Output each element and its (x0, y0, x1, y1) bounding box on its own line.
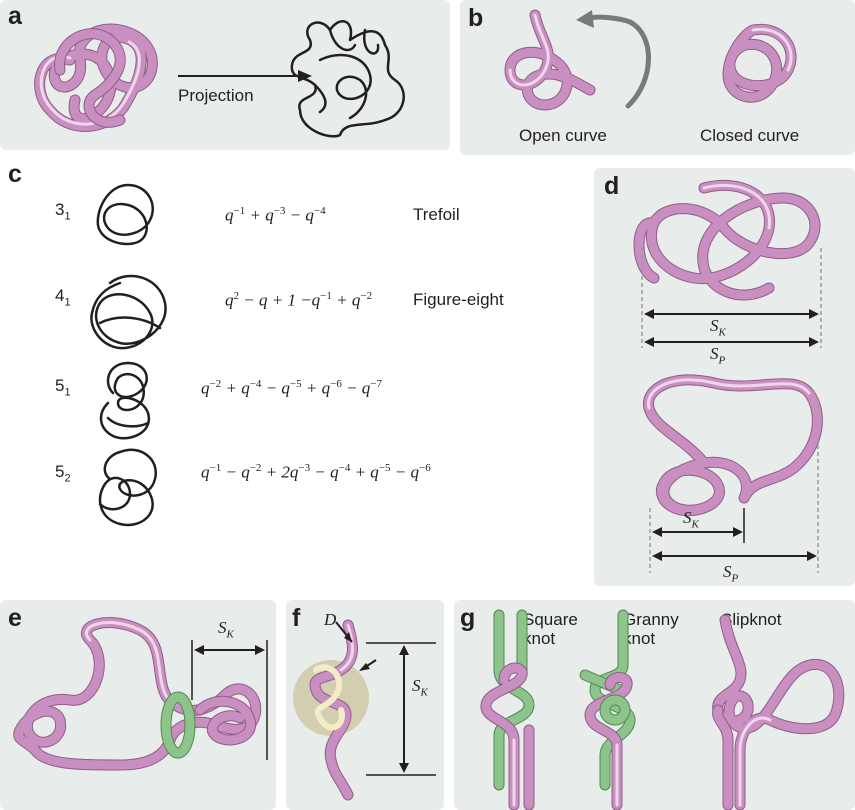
closed-curve-knot (703, 20, 823, 120)
poly-3-1: q−1 + q−3 − q−4 (225, 205, 326, 226)
trefoil-diagram (88, 180, 168, 250)
d-label: D (324, 610, 336, 630)
long-tube-knot-with-ring (0, 600, 276, 810)
poly-4-1: q2 − q + 1 −q−1 + q−2 (225, 290, 372, 311)
slipknot-drawing (700, 610, 850, 810)
square-knot-drawing (474, 610, 554, 810)
knot-5-1-diagram (88, 358, 168, 448)
knot-projection-diagram (0, 0, 450, 150)
knot-label-5-1: 51 (55, 376, 71, 398)
open-knot-tube-measure (594, 358, 855, 588)
sk-label-f: SK (412, 676, 428, 698)
figure-eight-diagram (80, 268, 180, 358)
granny-knot-drawing (575, 610, 655, 810)
knot-label-5-2: 52 (55, 462, 71, 484)
poly-5-1: q−2 + q−4 − q−5 + q−6 − q−7 (201, 378, 382, 399)
knot-name-trefoil: Trefoil (413, 205, 460, 225)
open-curve-knot (480, 10, 660, 140)
tight-knot-with-bead (286, 600, 444, 810)
knot-name-figure-eight: Figure-eight (413, 290, 504, 310)
panel-label-c: c (8, 160, 22, 189)
open-curve-label: Open curve (519, 126, 607, 146)
closed-curve-label: Closed curve (700, 126, 799, 146)
sk-label-e: SK (218, 618, 234, 640)
poly-5-2: q−1 − q−2 + 2q−3 − q−4 + q−5 − q−6 (201, 462, 431, 483)
sp-label-bottom: SP (723, 562, 738, 584)
knot-5-2-diagram (85, 444, 175, 534)
knot-label-3-1: 31 (55, 200, 71, 222)
sk-label-bottom: SK (683, 508, 699, 530)
knot-label-4-1: 41 (55, 286, 71, 308)
sk-label-top: SK (710, 316, 726, 338)
panel-label-g: g (460, 604, 475, 633)
